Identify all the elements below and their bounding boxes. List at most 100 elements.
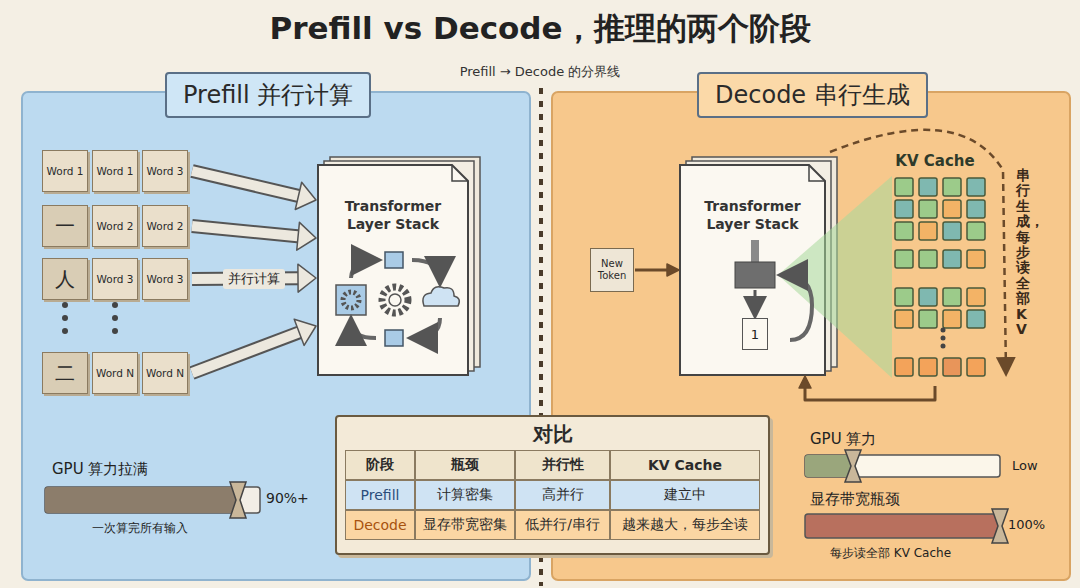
kv-cell xyxy=(943,178,961,196)
kv-cell xyxy=(895,200,913,218)
node-text: Word N xyxy=(96,367,134,379)
arrow-head xyxy=(298,264,316,292)
kv-cell xyxy=(943,358,961,376)
kv-dot xyxy=(941,336,946,341)
node-text: Word 2 xyxy=(146,220,183,232)
node-text: Word 3 xyxy=(146,273,183,285)
token-card: Word N xyxy=(92,352,138,394)
table-cell: 显存带宽密集 xyxy=(415,510,515,540)
kv-dot xyxy=(941,328,946,333)
kv-cell xyxy=(967,288,985,306)
kv-cell xyxy=(919,250,937,268)
parallel-arrow xyxy=(192,222,316,250)
kv-cell xyxy=(919,288,937,306)
kv-cell xyxy=(895,310,913,328)
kv-cell xyxy=(943,288,961,306)
arrow-body xyxy=(192,332,301,373)
arrow-head xyxy=(294,319,316,345)
kv-cell xyxy=(895,358,913,376)
table-cell: 建立中 xyxy=(610,480,760,510)
node-text: Word 3 xyxy=(146,165,183,177)
node-text: 1 xyxy=(751,327,759,342)
ellipsis-dots xyxy=(62,302,118,334)
token-card: Word 1 xyxy=(92,150,138,192)
table-cell: KV Cache xyxy=(610,450,760,480)
arrow-head xyxy=(295,182,316,209)
kv-cell xyxy=(943,250,961,268)
node-text: 一 xyxy=(55,213,75,240)
compute-icons xyxy=(336,252,459,346)
arrow-head xyxy=(297,222,316,250)
kv-cell xyxy=(967,358,985,376)
kv-cell xyxy=(895,178,913,196)
arrow-outline xyxy=(192,171,300,196)
table-cell: Prefill xyxy=(345,480,415,510)
node-text: 人 xyxy=(55,266,75,293)
bar-value: 100% xyxy=(1008,517,1045,532)
token-card: Word 3 xyxy=(142,150,188,192)
node-text: KV Cache xyxy=(895,150,974,170)
kv-cell xyxy=(943,310,961,328)
edge-label: 并行计算 xyxy=(223,269,285,289)
kv-cell xyxy=(967,250,985,268)
arrow-head xyxy=(667,264,679,276)
token-card: Word 2 xyxy=(142,205,188,247)
node-text: Word 1 xyxy=(46,165,83,177)
node-text: New Token xyxy=(593,258,631,282)
arrow-outline xyxy=(192,332,301,373)
arrow-head xyxy=(799,376,811,388)
new-token-box: New Token xyxy=(590,248,634,292)
kv-cell xyxy=(943,222,961,240)
kv-cell xyxy=(895,222,913,240)
prefill-ground xyxy=(22,92,530,580)
table-cell: 计算密集 xyxy=(415,480,515,510)
decode-ground xyxy=(552,92,1070,580)
table-cell: 低并行/串行 xyxy=(515,510,610,540)
kv-cell xyxy=(895,288,913,306)
panel-heading: Prefill 并行计算 xyxy=(165,72,371,118)
node-text: Transformer Layer Stack xyxy=(691,197,815,233)
arrow-outline xyxy=(192,226,300,236)
bar-value: 90%+ xyxy=(266,490,309,506)
bar-note: 一次算完所有输入 xyxy=(92,520,188,537)
token-card: Word N xyxy=(142,352,188,394)
arrow-line xyxy=(805,386,935,400)
arrow-body xyxy=(192,171,300,196)
kv-cell xyxy=(943,200,961,218)
kv-cell xyxy=(919,178,937,196)
kv-cell xyxy=(919,222,937,240)
kv-cell xyxy=(919,310,937,328)
node-text: Word 3 xyxy=(96,273,133,285)
bar-value: Low xyxy=(1012,458,1038,473)
arrow-body xyxy=(192,226,300,236)
kv-cell xyxy=(967,178,985,196)
token-card: Word 1 xyxy=(42,150,88,192)
kv-cell xyxy=(895,250,913,268)
kv-cell xyxy=(919,358,937,376)
transformer-stack: Transformer Layer Stack xyxy=(318,165,468,375)
node-text: 对比 xyxy=(533,421,573,448)
output-token: 1 xyxy=(742,318,768,350)
kv-cell xyxy=(967,200,985,218)
table-cell: 瓶颈 xyxy=(415,450,515,480)
table-cell: 高并行 xyxy=(515,480,610,510)
kv-cache-block: KV Cache xyxy=(875,150,995,385)
node-text: Word 2 xyxy=(96,220,133,232)
kv-cell xyxy=(919,200,937,218)
node-text: Transformer Layer Stack xyxy=(331,197,455,233)
kv-cell xyxy=(967,222,985,240)
flow-arrow xyxy=(635,264,679,276)
table-cell: 并行性 xyxy=(515,450,610,480)
token-card: 一 xyxy=(42,205,88,247)
bar-title: 显存带宽瓶颈 xyxy=(810,490,900,509)
bar-title: GPU 算力拉满 xyxy=(52,460,148,479)
arrow-line xyxy=(635,269,669,272)
flow-arrow xyxy=(799,376,935,400)
token-card: Word 3 xyxy=(142,258,188,300)
parallel-arrow xyxy=(192,319,316,373)
gpu-bar xyxy=(805,450,1000,482)
token-card: Word 3 xyxy=(92,258,138,300)
bar-title: GPU 算力 xyxy=(810,430,876,449)
table-cell: 阶段 xyxy=(345,450,415,480)
loop-arrow xyxy=(830,130,1006,372)
